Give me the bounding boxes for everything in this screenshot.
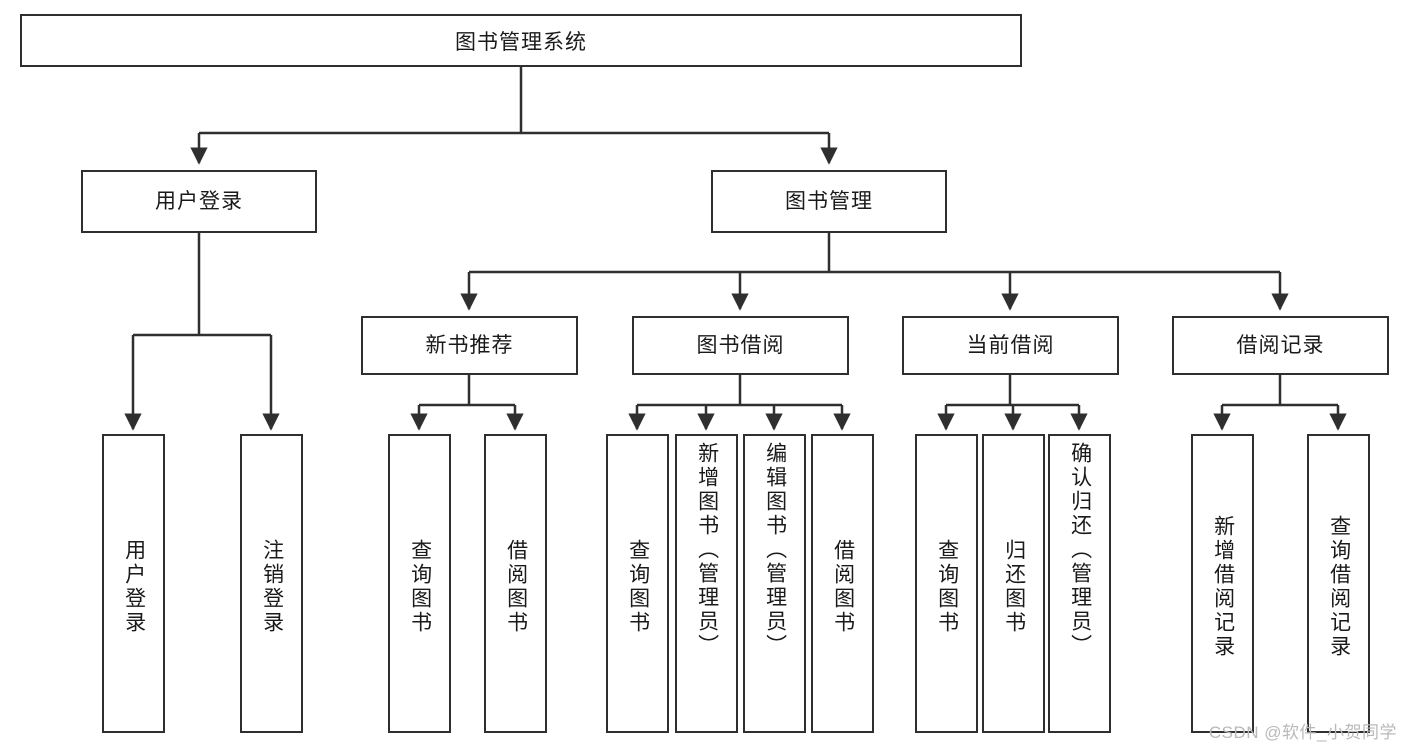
- leaf-newbook-query-book[interactable]: 查询图书: [388, 434, 451, 733]
- leaf-bookborrow-add-book[interactable]: 新增图书（管理员）: [675, 434, 738, 733]
- leaf-label: 归还图书: [1002, 538, 1026, 635]
- node-book-manage[interactable]: 图书管理: [711, 170, 947, 233]
- leaf-currentborrow-return-book[interactable]: 归还图书: [982, 434, 1045, 733]
- leaf-label: 注销登录: [260, 538, 284, 635]
- node-borrow-record[interactable]: 借阅记录: [1172, 316, 1389, 375]
- leaf-label: 查询借阅记录: [1327, 514, 1351, 659]
- leaf-newbook-borrow-book[interactable]: 借阅图书: [484, 434, 547, 733]
- leaf-borrowrecord-query-record[interactable]: 查询借阅记录: [1307, 434, 1370, 733]
- leaf-user-login-login[interactable]: 用户登录: [102, 434, 165, 733]
- leaf-label: 新增借阅记录: [1211, 514, 1235, 659]
- leaf-label: 新增图书（管理员）: [695, 442, 719, 658]
- leaf-user-login-logout[interactable]: 注销登录: [240, 434, 303, 733]
- node-new-book-recommend[interactable]: 新书推荐: [361, 316, 578, 375]
- leaf-label: 用户登录: [122, 538, 146, 635]
- leaf-label: 查询图书: [626, 538, 650, 635]
- leaf-label: 借阅图书: [504, 538, 528, 635]
- node-user-login[interactable]: 用户登录: [81, 170, 317, 233]
- leaf-bookborrow-borrow-book[interactable]: 借阅图书: [811, 434, 874, 733]
- leaf-bookborrow-query-book[interactable]: 查询图书: [606, 434, 669, 733]
- leaf-label: 编辑图书（管理员）: [763, 442, 787, 658]
- leaf-borrowrecord-add-record[interactable]: 新增借阅记录: [1191, 434, 1254, 733]
- leaf-label: 确认归还（管理员）: [1068, 442, 1092, 658]
- leaf-bookborrow-edit-book[interactable]: 编辑图书（管理员）: [743, 434, 806, 733]
- node-current-borrow[interactable]: 当前借阅: [902, 316, 1119, 375]
- node-book-borrow[interactable]: 图书借阅: [632, 316, 849, 375]
- leaf-label: 查询图书: [408, 538, 432, 635]
- leaf-currentborrow-confirm-return[interactable]: 确认归还（管理员）: [1048, 434, 1111, 733]
- leaf-currentborrow-query-book[interactable]: 查询图书: [915, 434, 978, 733]
- node-root[interactable]: 图书管理系统: [20, 14, 1022, 67]
- csdn-watermark: CSDN @软件_小贺同学: [1208, 723, 1397, 742]
- leaf-label: 借阅图书: [831, 538, 855, 635]
- leaf-label: 查询图书: [935, 538, 959, 635]
